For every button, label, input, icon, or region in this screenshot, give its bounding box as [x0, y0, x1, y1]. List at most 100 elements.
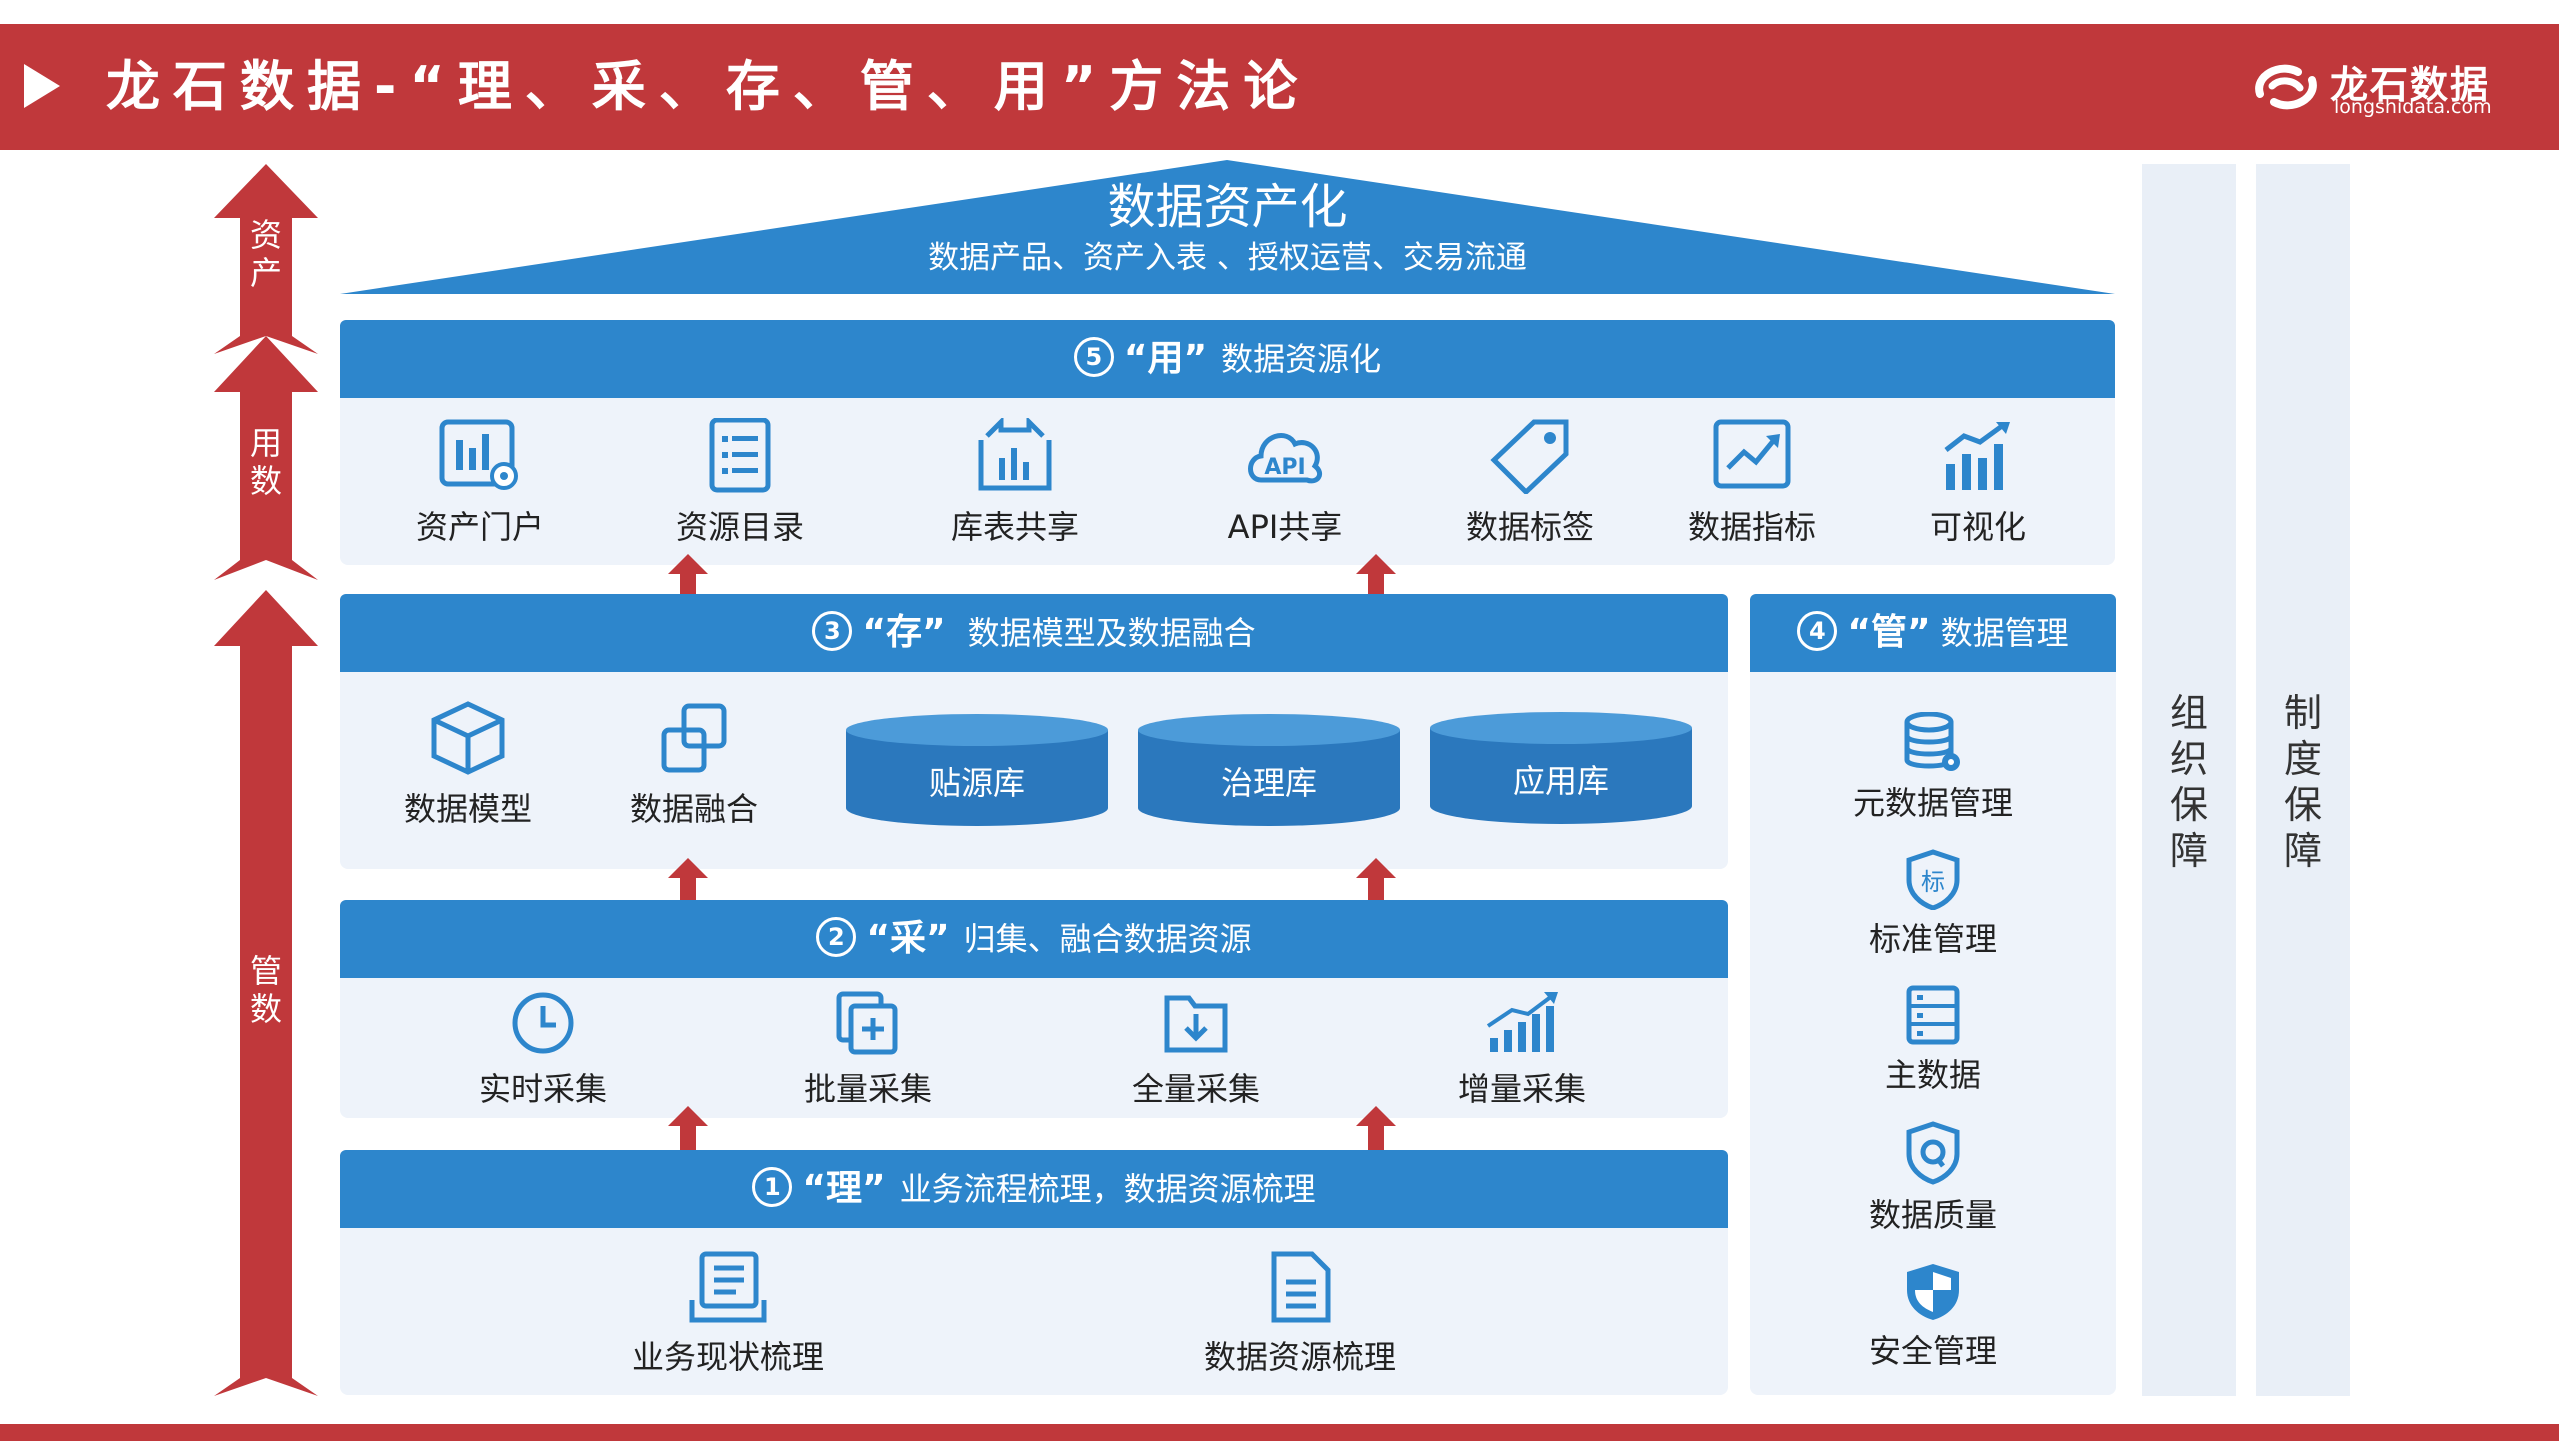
manage-item-label: 元数据管理 [1852, 784, 2013, 822]
arrow-label-use: 用 数 [249, 424, 282, 500]
svg-text:标: 标 [1921, 868, 1945, 896]
arrow-manage [214, 590, 318, 1396]
document-icon [1271, 1251, 1331, 1323]
use-item-data-metric: 数据指标 [1662, 418, 1842, 548]
collect-item-incremental: 增量采集 [1432, 990, 1612, 1110]
manage-item-standard: 标 标准管理 [1768, 848, 2098, 960]
step-number: 3 [812, 611, 853, 651]
roof-title: 数据资产化 [1107, 179, 1348, 235]
manage-item-label: 标准管理 [1868, 920, 1997, 958]
section-manage-bar: 4“管”数据管理 [1750, 594, 2116, 672]
manage-item-quality: 数据质量 [1768, 1120, 2098, 1236]
step-key: “管” [1847, 612, 1931, 653]
roof-shape [340, 160, 2115, 294]
section-use-bar: 5“用”数据资源化 [340, 320, 2115, 398]
step-desc: 归集、融合数据资源 [963, 920, 1252, 958]
up-arrow-icon [1356, 554, 1396, 598]
use-item-asset-portal: 资产门户 [390, 418, 570, 548]
step-desc: 业务流程梳理，数据资源梳理 [899, 1170, 1316, 1208]
step-key: “理” [802, 1168, 886, 1209]
up-arrow-icon [1356, 858, 1396, 902]
pillar-system-label: 制 度 保 障 [2283, 691, 2322, 873]
section-store-bar: 3“存” 数据模型及数据融合 [340, 594, 1728, 672]
manage-item-security: 安全管理 [1768, 1262, 2098, 1372]
use-item-visualization: 可视化 [1888, 418, 2068, 548]
store-item-data-fusion: 数据融合 [604, 700, 784, 830]
up-arrow-icon [668, 1106, 708, 1150]
sort-item-data-resource: 数据资源梳理 [1170, 1250, 1430, 1378]
play-icon [24, 64, 60, 108]
roof-subtitle: 数据产品、资产入表 、授权运营、交易流通 [928, 240, 1527, 276]
collect-item-full: 全量采集 [1106, 990, 1286, 1110]
add-copy-icon [836, 991, 898, 1055]
bar-chart-up-icon [1944, 422, 2010, 490]
manage-item-label: 数据质量 [1868, 1196, 1997, 1234]
step-number: 4 [1797, 611, 1838, 651]
use-item-resource-catalog: 资源目录 [650, 418, 830, 548]
collect-item-label: 增量采集 [1457, 1070, 1586, 1108]
shield-quality-icon [1906, 1121, 1960, 1185]
store-governance-label: 治理库 [1220, 764, 1317, 802]
use-item-api-share: API API共享 [1195, 418, 1375, 548]
server-list-icon [1906, 985, 1960, 1045]
logo: 龙石数据 longshidata.com [2250, 52, 2520, 122]
footer-bar [0, 1424, 2559, 1441]
use-item-data-tag: 数据标签 [1440, 418, 1620, 548]
manage-item-metadata: 元数据管理 [1768, 712, 2098, 824]
security-shield-icon [1907, 1264, 1959, 1320]
collect-item-realtime: 实时采集 [453, 990, 633, 1110]
database-cylinder-governance [1138, 714, 1400, 826]
arrow-use [214, 336, 318, 580]
use-item-label: 数据标签 [1465, 508, 1594, 546]
step-key: “存” [862, 612, 946, 653]
database-cylinder-source [846, 714, 1108, 826]
step-number: 1 [752, 1167, 793, 1207]
page-title: 龙石数据-“理、采、存、管、用”方法论 [106, 55, 1311, 118]
step-desc: 数据模型及数据融合 [967, 614, 1256, 652]
collect-item-batch: 批量采集 [778, 990, 958, 1110]
logo-mark-icon [2255, 64, 2317, 110]
api-cloud-icon: API [1248, 433, 1322, 484]
logo-url: longshidata.com [2334, 96, 2492, 118]
collect-item-label: 全量采集 [1131, 1070, 1260, 1108]
svg-text:API: API [1264, 455, 1305, 480]
step-number: 2 [816, 917, 857, 957]
manage-item-label: 安全管理 [1868, 1332, 1997, 1370]
store-application-label: 应用库 [1512, 762, 1609, 800]
up-arrow-icon [668, 554, 708, 598]
pillar-organization-label: 组 织 保 障 [2169, 691, 2208, 873]
use-item-label: 资产门户 [415, 508, 544, 546]
tag-icon [1490, 419, 1569, 494]
dashboard-eye-icon [439, 419, 518, 490]
report-book-icon [689, 1251, 767, 1323]
trend-chart-icon [1713, 419, 1791, 489]
store-item-data-model: 数据模型 [378, 700, 558, 830]
sort-item-label: 业务现状梳理 [631, 1338, 824, 1376]
database-gear-icon [1904, 712, 1960, 771]
up-arrow-icon [668, 858, 708, 902]
left-arrows [214, 164, 318, 1396]
folder-download-icon [1164, 995, 1228, 1053]
use-item-table-share: 库表共享 [925, 418, 1105, 548]
header-bar [0, 24, 2559, 150]
step-key: “用” [1123, 338, 1208, 379]
use-item-label: 可视化 [1929, 508, 2026, 546]
use-item-label: 资源目录 [675, 508, 804, 546]
step-key: “采” [866, 918, 950, 959]
sort-item-label: 数据资源梳理 [1203, 1338, 1396, 1376]
arrow-label-assets: 资 产 [249, 216, 282, 292]
list-doc-icon [709, 418, 771, 493]
section-sort-bar: 1“理” 业务流程梳理，数据资源梳理 [340, 1150, 1728, 1228]
use-item-label: 数据指标 [1687, 508, 1816, 546]
cube-icon [431, 701, 505, 775]
collect-item-label: 实时采集 [478, 1070, 607, 1108]
section-collect-bar: 2“采” 归集、融合数据资源 [340, 900, 1728, 978]
growth-bars-icon [1486, 992, 1558, 1052]
step-desc: 数据资源化 [1221, 340, 1382, 378]
use-item-label: API共享 [1227, 508, 1343, 546]
clock-icon [512, 992, 574, 1054]
store-item-label: 数据融合 [629, 790, 758, 828]
up-arrow-icon [1356, 1106, 1396, 1150]
pillar-system [2256, 164, 2350, 1396]
shield-standard-icon: 标 [1906, 849, 1960, 910]
